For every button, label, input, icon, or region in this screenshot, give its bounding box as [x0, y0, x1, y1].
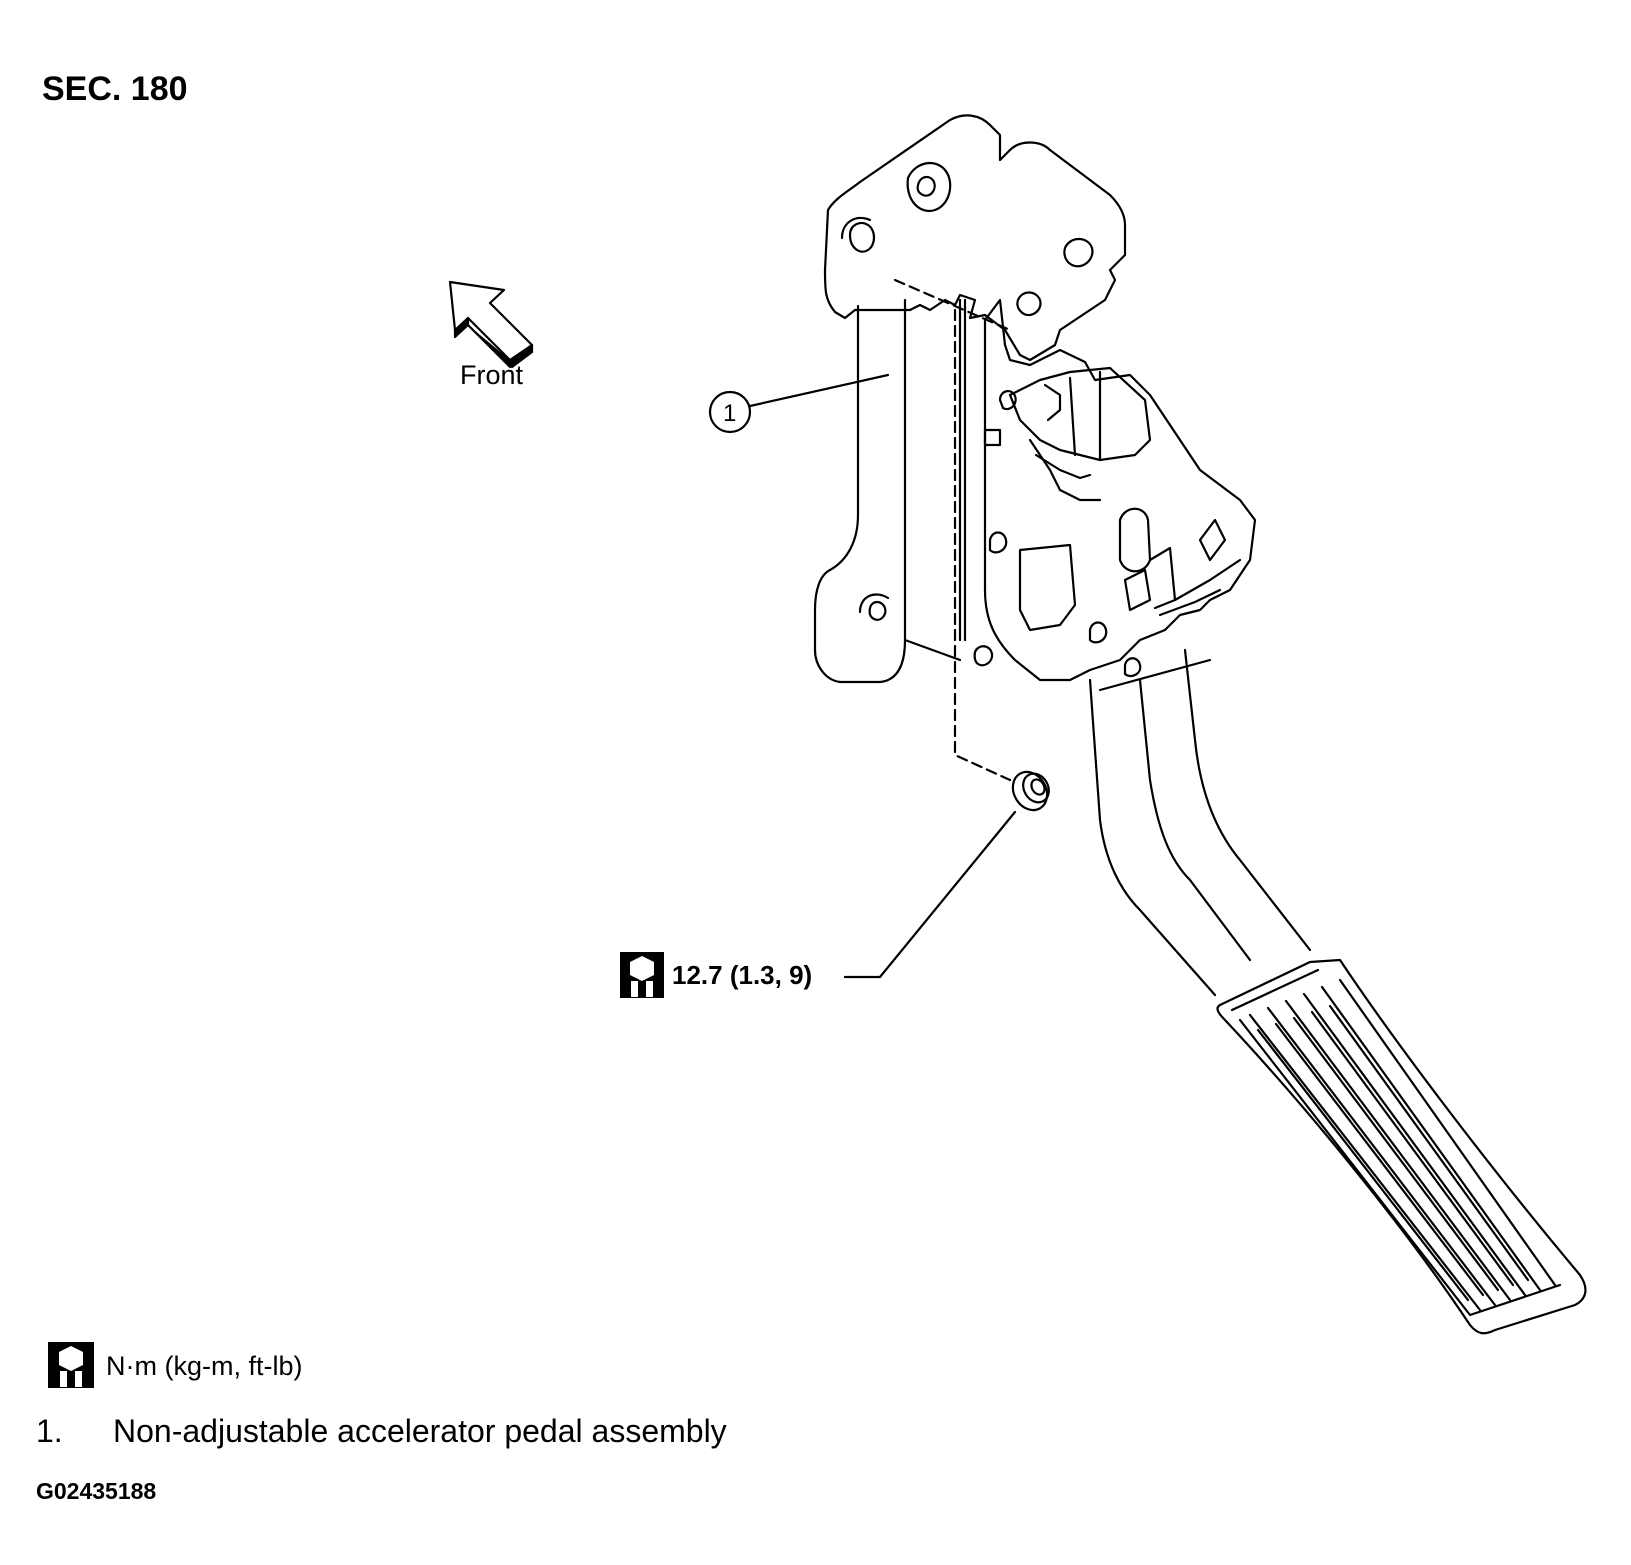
callout-1-number: 1: [723, 400, 737, 427]
front-direction-arrow-icon: [448, 280, 534, 369]
legend-item-text: Non-adjustable accelerator pedal assembl…: [113, 1413, 727, 1449]
mounting-nut: [1011, 770, 1050, 812]
callout-1-circle: [708, 390, 752, 434]
figure-id: G02435188: [36, 1478, 157, 1504]
mounting-bracket: [813, 114, 1127, 684]
callout-1-leader: [748, 373, 890, 408]
legend-item-number: 1.: [36, 1413, 63, 1449]
torque-spec-value: 12.7 (1.3, 9): [672, 960, 813, 990]
front-direction-label: Front: [460, 360, 524, 390]
stud-dashed-line: [893, 278, 1012, 782]
torque-leader: [843, 810, 1017, 979]
pedal-sensor-housing: [983, 298, 1257, 682]
pedal-arm: [1088, 648, 1312, 997]
torque-wrench-icon: [620, 952, 664, 998]
legend-unit-text: N·m (kg-m, ft-lb): [106, 1351, 303, 1381]
section-label: SEC. 180: [42, 70, 188, 108]
legend-torque-wrench-icon: [48, 1342, 94, 1388]
pedal-pad: [1216, 958, 1587, 1335]
